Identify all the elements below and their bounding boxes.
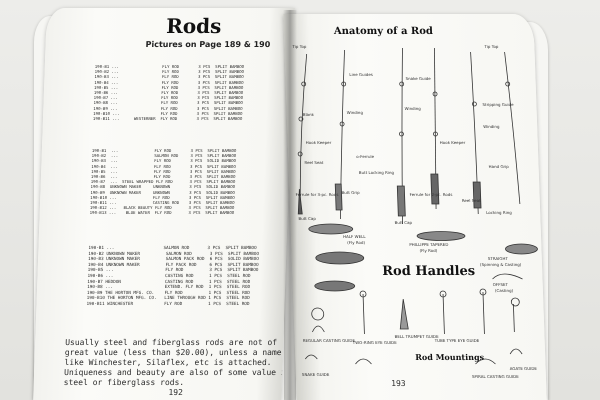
mount-spiral-casting: SPIRAL CASTING GUIDE [471, 374, 519, 379]
label-locking-ring: Locking Ring [486, 210, 512, 215]
rod-listing-block-1: 190-B1 ... FLY ROD 3 PCS SPLIT BAMBOO 19… [92, 64, 245, 122]
label-reel-seat-2: Reel Seat [461, 198, 481, 203]
label-tip-top-2: Tip Top [484, 44, 499, 49]
right-page: Anatomy of a Rod [283, 14, 547, 400]
mount-two-ring: TWO-RING EYE GUIDE [352, 340, 397, 345]
mount-tube-type: TUBE TYPE EYE GUIDE [434, 338, 480, 343]
handle-half-well: HALF WELL [342, 234, 366, 239]
page-title: Rods [165, 14, 222, 38]
label-butt-cap: Butt Cap [298, 216, 316, 221]
label-hand-grip: Hand Grip [488, 164, 509, 169]
label-butt-cap-2: Butt Cap [394, 220, 413, 225]
mount-snake-guide: SNAKE GUIDE [301, 372, 330, 377]
book-gutter [283, 10, 297, 400]
page-number-right: 193 [391, 379, 406, 388]
label-ferrule-2pc: Ferrule for 2-pc. Rods [409, 192, 453, 197]
handle-straight-sub: (Spinning & Casting) [479, 262, 522, 267]
anatomy-diagram [297, 47, 538, 365]
rod-mountings-title: Rod Mountings [415, 352, 485, 362]
page-number-left: 192 [168, 388, 184, 397]
note-paragraph: Usually steel and fiberglass rods are no… [63, 338, 291, 387]
handle-phillippe-sub: (Fly Rod) [419, 248, 438, 253]
mount-agate-guide: AGATE GUIDE [509, 366, 537, 371]
left-page: Rods Pictures on Page 189 & 190 190-B1 .… [33, 8, 295, 400]
label-blank: Blank [302, 112, 315, 117]
label-winding: Winding [346, 110, 364, 115]
handle-straight: STRAIGHT [487, 256, 508, 261]
handle-offset: OFFSET [492, 282, 508, 287]
label-ferrule-3pc: Ferrule for 3-pc. Rods [295, 192, 339, 197]
label-hook-keeper-2: Hook Keeper [439, 140, 466, 145]
label-stripping-guide: Stripping Guide [482, 102, 514, 107]
label-winding-2: Winding [404, 106, 421, 111]
label-snake-guide: Snake Guide [405, 76, 431, 81]
handle-offset-sub: (Casting) [494, 288, 514, 293]
page-subtitle: Pictures on Page 189 & 190 [145, 40, 271, 49]
label-winding-3: Winding [483, 124, 500, 129]
rod-listing-block-3: 190-B1 ... SALMON ROD 3 PCS SPLIT BAMBOO… [86, 246, 260, 307]
handle-half-well-sub: (Fly Rod) [347, 240, 366, 245]
handle-phillippe: PHILLIPPE TAPERED [409, 242, 449, 247]
mount-bell-trumpet: BELL TRUMPET GUIDE [394, 334, 439, 339]
label-butt-grip: Butt Grip [341, 190, 360, 195]
label-line-guides: Line Guides [349, 72, 373, 77]
rod-handles-title: Rod Handles [381, 264, 476, 279]
label-o-ferrule: o-Ferrule [356, 154, 375, 159]
label-hook-keeper: Hook Keeper [305, 140, 332, 145]
label-butt-locking-ring: Butt Locking Ring [358, 170, 395, 175]
rod-listing-block-2: 190-B1 ... FLY ROD 3 PCS SPLIT BAMBOO 19… [89, 148, 237, 216]
mount-regular-casting: REGULAR CASTING GUIDE [302, 338, 356, 343]
label-reel-seat: Reel Seat [304, 160, 324, 165]
